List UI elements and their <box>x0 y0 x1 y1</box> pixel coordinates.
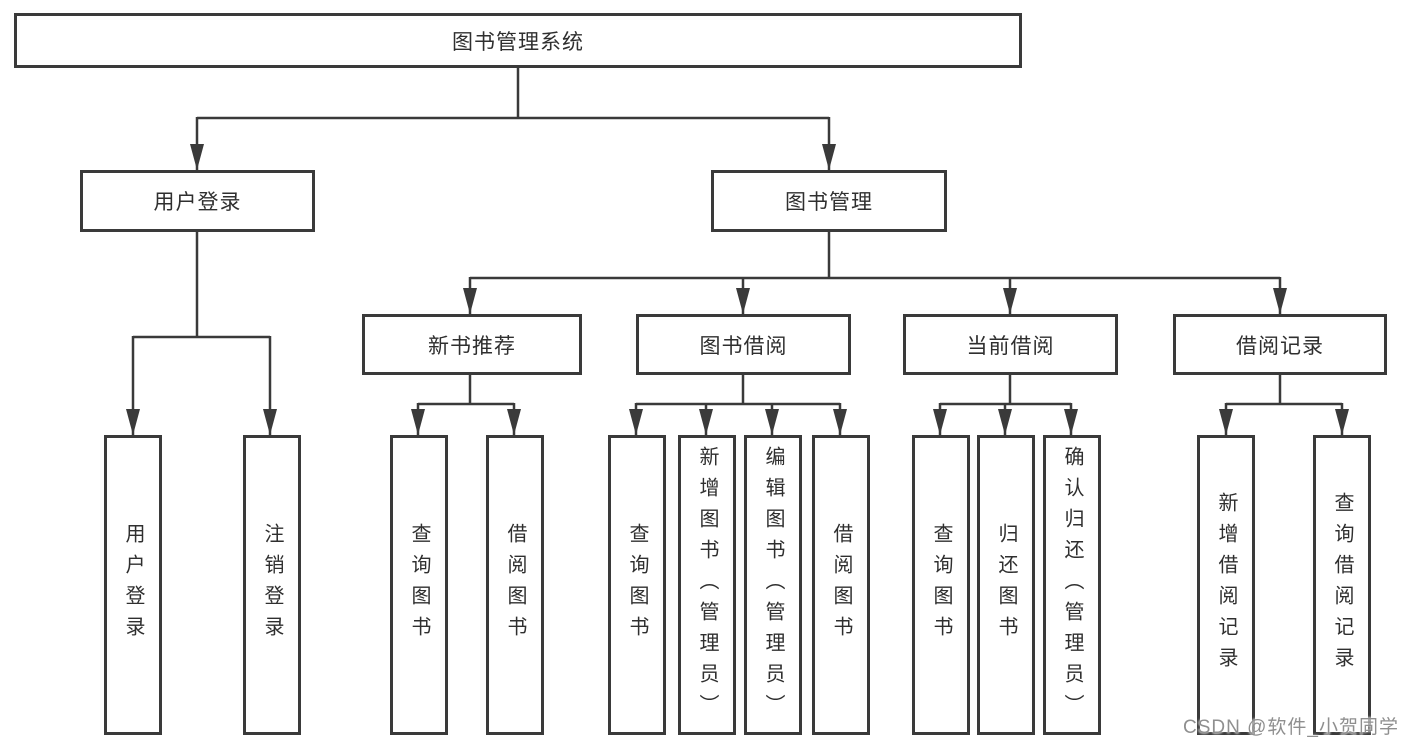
leaf-query-books-recommend: 查询图书 <box>390 435 448 735</box>
node-label: 图书管理 <box>785 191 873 214</box>
leaf-query-books-borrowing: 查询图书 <box>608 435 666 735</box>
node-label: 查询图书 <box>930 523 952 647</box>
leaf-query-borrow-record: 查询借阅记录 <box>1313 435 1371 735</box>
node-label: 归还图书 <box>995 523 1017 647</box>
node-label: 新书推荐 <box>428 334 516 358</box>
leaf-user-login: 用户登录 <box>104 435 162 735</box>
node-label: 当前借阅 <box>966 334 1055 358</box>
node-label: 查询图书 <box>408 523 430 647</box>
leaf-add-books-admin: 新增图书（管理员） <box>678 435 736 735</box>
node-label: 注销登录 <box>261 523 283 647</box>
csdn-watermark: CSDN @软件_小贺同学 <box>1183 717 1399 738</box>
leaf-edit-books-admin: 编辑图书（管理员） <box>744 435 802 735</box>
node-label: 借阅图书 <box>504 523 526 647</box>
node-label: 查询借阅记录 <box>1331 492 1353 678</box>
leaf-borrow-books: 借阅图书 <box>812 435 870 735</box>
leaf-logout: 注销登录 <box>243 435 301 735</box>
node-root-system: 图书管理系统 <box>14 13 1022 68</box>
node-label: 用户登录 <box>153 191 242 214</box>
node-label: 新增图书（管理员） <box>696 445 718 725</box>
leaf-borrow-books-recommend: 借阅图书 <box>486 435 544 735</box>
node-borrow-records: 借阅记录 <box>1173 314 1387 375</box>
node-label: 新增借阅记录 <box>1215 492 1237 678</box>
node-label: 用户登录 <box>122 523 144 647</box>
leaf-confirm-return-admin: 确认归还（管理员） <box>1043 435 1101 735</box>
node-label: 借阅图书 <box>830 523 852 647</box>
node-label: 确认归还（管理员） <box>1061 445 1083 725</box>
node-new-book-recommend: 新书推荐 <box>362 314 582 375</box>
leaf-add-borrow-record: 新增借阅记录 <box>1197 435 1255 735</box>
node-book-borrowing: 图书借阅 <box>636 314 851 375</box>
node-label: 图书借阅 <box>699 334 788 358</box>
node-label: 借阅记录 <box>1236 334 1324 358</box>
node-label: 编辑图书（管理员） <box>762 445 784 725</box>
node-user-login-module: 用户登录 <box>80 170 315 232</box>
leaf-return-books: 归还图书 <box>977 435 1035 735</box>
node-label: 图书管理系统 <box>452 30 584 54</box>
node-label: 查询图书 <box>626 523 648 647</box>
node-current-borrowing: 当前借阅 <box>903 314 1118 375</box>
node-book-management: 图书管理 <box>711 170 947 232</box>
leaf-query-books-current: 查询图书 <box>912 435 970 735</box>
